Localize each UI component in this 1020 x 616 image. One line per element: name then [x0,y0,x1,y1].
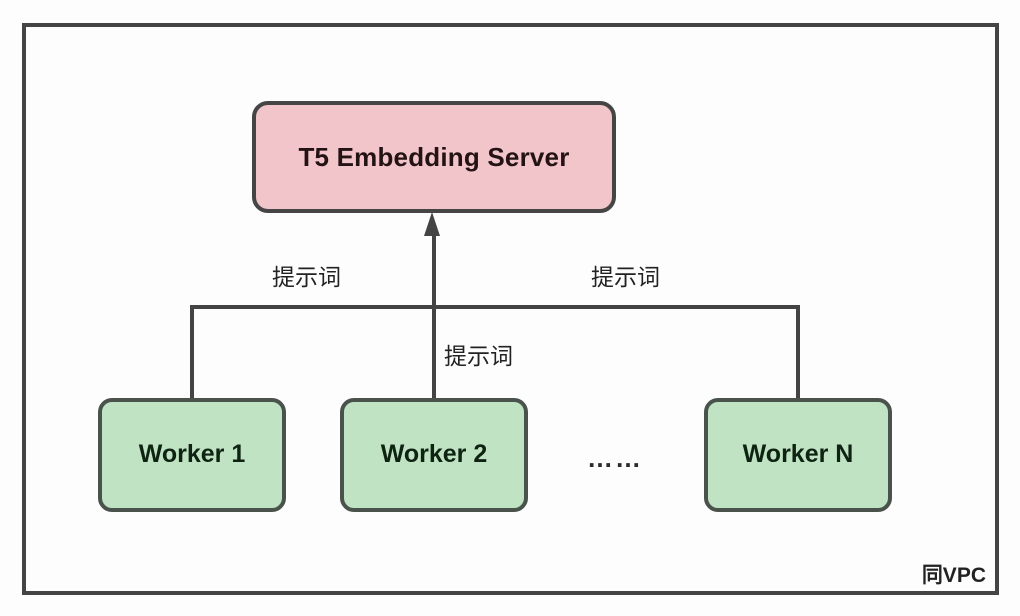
node-worker-1-label: Worker 1 [138,440,246,469]
node-worker-n-label: Worker N [742,440,854,469]
node-worker-2[interactable]: Worker 2 [340,398,528,512]
node-t5-embedding-server[interactable]: T5 Embedding Server [252,101,616,213]
node-worker-2-label: Worker 2 [380,440,488,469]
vpc-label: 同VPC [921,564,986,587]
edge-label-workerN-prompt: 提示词 [591,264,660,290]
node-worker-1[interactable]: Worker 1 [98,398,286,512]
connector-horizontal-bus [190,305,800,309]
connector-vertical-worker2 [432,232,436,400]
connector-vertical-workerN [796,305,800,400]
vpc-boundary-frame [22,23,999,595]
connector-vertical-worker1 [190,305,194,400]
workers-ellipsis: …… [587,442,643,473]
arrowhead-to-server-icon [424,212,440,236]
node-t5-embedding-server-label: T5 Embedding Server [298,141,570,172]
node-worker-n[interactable]: Worker N [704,398,892,512]
edge-label-worker1-prompt: 提示词 [272,264,341,290]
edge-label-worker2-prompt: 提示词 [444,343,513,369]
